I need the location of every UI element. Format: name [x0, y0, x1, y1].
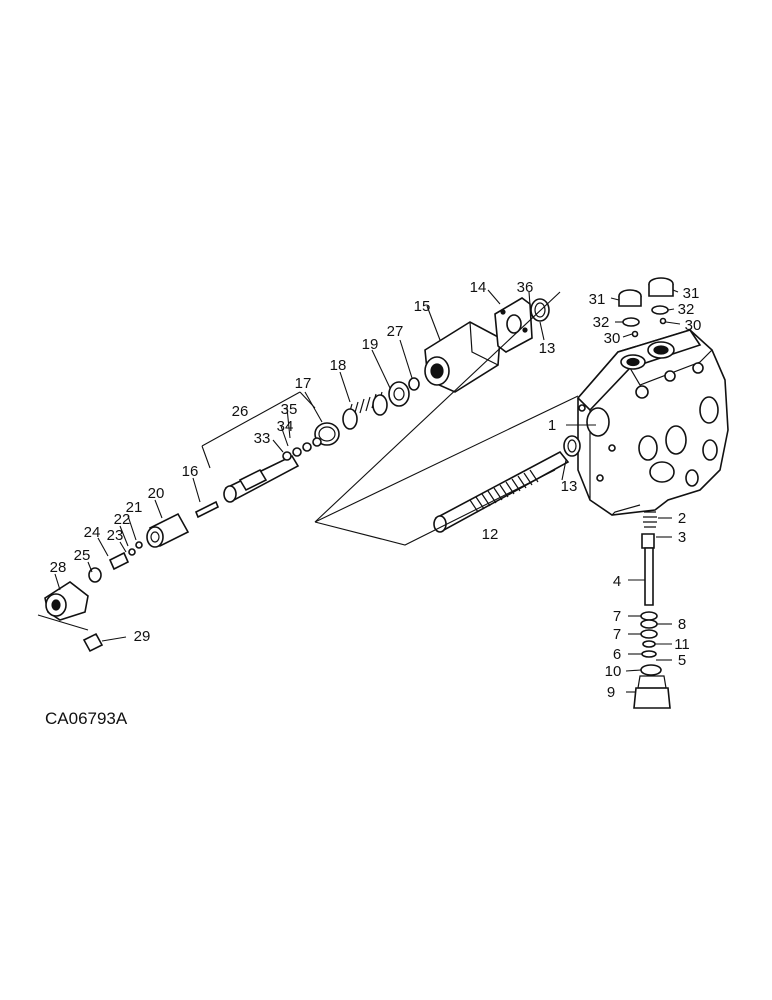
callout-labels: 1 2 3 4 5 6 7 7 8 9 10 11 12 13 13 14 15…: [50, 279, 702, 701]
small-parts: [88, 541, 143, 583]
callout-23: 23: [107, 527, 124, 544]
top-plugs: [618, 277, 674, 338]
plug-29: [82, 632, 104, 653]
callout-18: 18: [330, 357, 347, 374]
callout-34: 34: [277, 418, 294, 435]
callout-25: 25: [74, 547, 91, 564]
bracket-36: [314, 291, 561, 523]
callout-24: 24: [84, 524, 101, 541]
cap-28: [44, 581, 89, 621]
callout-32b: 32: [678, 301, 695, 318]
callout-1: 1: [548, 417, 556, 434]
callout-33: 33: [254, 430, 271, 447]
callout-7a: 7: [613, 608, 621, 625]
callout-13b: 13: [561, 478, 578, 495]
end-cap-assembly: [424, 297, 550, 393]
callout-11: 11: [674, 636, 690, 653]
valve-body: [576, 329, 729, 516]
callout-28: 28: [50, 559, 67, 576]
callout-19: 19: [362, 336, 379, 353]
callout-7b: 7: [613, 626, 621, 643]
bracket-12: [314, 395, 579, 546]
callout-30a: 30: [604, 330, 621, 347]
spool-12: [433, 435, 581, 533]
spring-group: [314, 377, 420, 446]
callout-6: 6: [613, 646, 621, 663]
piston-26: [223, 437, 322, 503]
callout-9: 9: [607, 684, 615, 701]
sleeve-20: [146, 512, 190, 548]
callout-30b: 30: [685, 317, 702, 334]
callout-27: 27: [387, 323, 404, 340]
callout-12: 12: [482, 526, 499, 543]
callout-22: 22: [114, 511, 131, 528]
pin-16: [194, 500, 220, 519]
callout-8: 8: [678, 616, 686, 633]
drawing-code: CA06793A: [45, 709, 128, 728]
leader-lines: [54, 289, 681, 693]
callout-17: 17: [295, 375, 312, 392]
callout-36: 36: [517, 279, 534, 296]
callout-16: 16: [182, 463, 199, 480]
callout-13a: 13: [539, 340, 556, 357]
callout-26: 26: [232, 403, 249, 420]
callout-21: 21: [126, 499, 143, 516]
callout-35: 35: [281, 401, 298, 418]
callout-3: 3: [678, 529, 686, 546]
callout-32a: 32: [593, 314, 610, 331]
callout-2: 2: [678, 510, 686, 527]
bracket-28: [37, 614, 89, 631]
callout-31b: 31: [683, 285, 700, 302]
callout-14: 14: [470, 279, 487, 296]
relief-valve-stack: [633, 511, 671, 709]
callout-20: 20: [148, 485, 165, 502]
callout-4: 4: [613, 573, 621, 590]
callout-29: 29: [134, 628, 151, 645]
callout-15: 15: [414, 298, 431, 315]
callout-5: 5: [678, 652, 686, 669]
callout-31a: 31: [589, 291, 606, 308]
callout-10: 10: [605, 663, 622, 680]
